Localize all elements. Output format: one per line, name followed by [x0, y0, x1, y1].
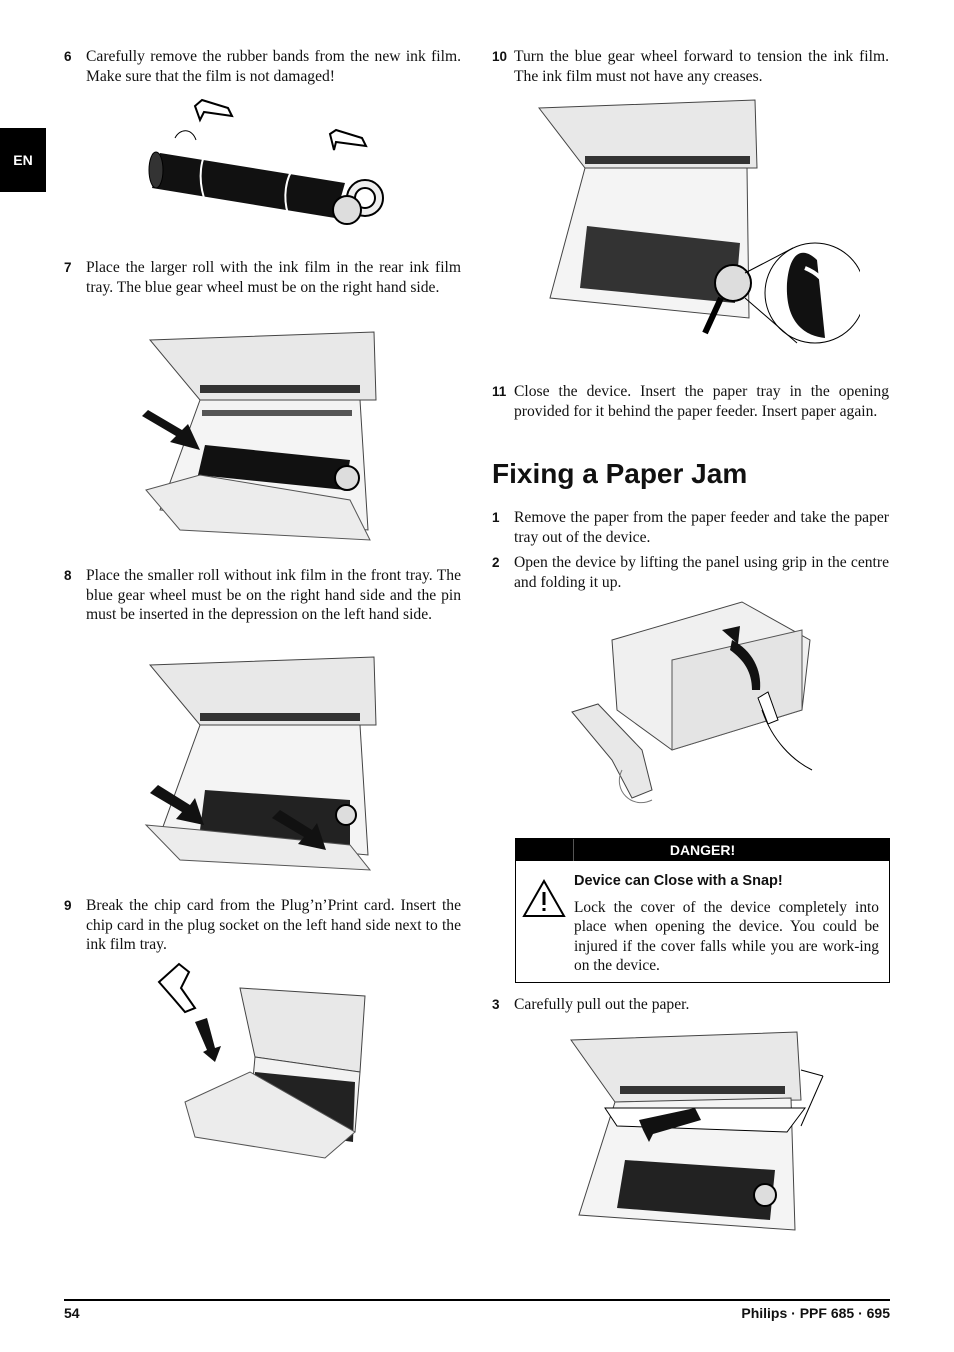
section-heading: Fixing a Paper Jam [492, 458, 748, 489]
warning-triangle-icon [522, 878, 566, 924]
danger-header-divider [573, 839, 574, 861]
step-9: 9 Break the chip card from the Plug’n’Pr… [64, 896, 461, 955]
product-name: Philips · PPF 685 · 695 [741, 1305, 890, 1321]
step-number: 3 [492, 997, 500, 1012]
step-text: Break the chip card from the Plug’n’Prin… [86, 897, 461, 954]
step-text: Open the device by lifting the panel usi… [514, 554, 889, 591]
step-text: Close the device. Insert the paper tray … [514, 383, 889, 420]
step-8: 8 Place the smaller roll without ink fil… [64, 566, 461, 625]
front-tray-roll-illustration [140, 655, 380, 875]
step-number: 10 [492, 49, 508, 64]
step-number: 9 [64, 898, 72, 913]
step-number: 8 [64, 568, 72, 583]
step-text: Carefully pull out the paper. [514, 996, 690, 1013]
paper-jam-step-1: 1 Remove the paper from the paper feeder… [492, 508, 889, 547]
step-number: 11 [492, 384, 507, 399]
step-text: Place the larger roll with the ink film … [86, 259, 461, 296]
step-text: Remove the paper from the paper feeder a… [514, 509, 889, 546]
danger-title: Device can Close with a Snap! [574, 873, 783, 889]
rear-tray-ink-roll-illustration [140, 330, 380, 548]
step-text: Turn the blue gear wheel forward to tens… [514, 48, 889, 85]
step-number: 1 [492, 510, 500, 525]
step-number: 7 [64, 260, 72, 275]
paper-jam-step-3: 3 Carefully pull out the paper. [492, 995, 889, 1015]
step-number: 6 [64, 49, 72, 64]
paper-jam-step-2: 2 Open the device by lifting the panel u… [492, 553, 889, 592]
danger-body: Lock the cover of the device completely … [574, 899, 879, 975]
footer-rule [64, 1299, 890, 1301]
danger-header: DANGER! [516, 839, 889, 861]
page-number: 54 [64, 1305, 80, 1321]
step-text: Place the smaller roll without ink film … [86, 567, 461, 624]
step-7: 7 Place the larger roll with the ink fil… [64, 258, 461, 297]
step-11: 11 Close the device. Insert the paper tr… [492, 382, 889, 421]
chip-card-insertion-illustration [155, 962, 370, 1162]
step-number: 2 [492, 555, 500, 570]
ink-film-roll-illustration [140, 98, 390, 238]
step-6: 6 Carefully remove the rubber bands from… [64, 47, 461, 86]
danger-box: DANGER! Device can Close with a Snap! Lo… [515, 838, 890, 983]
open-device-illustration [562, 600, 822, 812]
step-text: Carefully remove the rubber bands from t… [86, 48, 461, 85]
language-tab: EN [0, 128, 46, 192]
pull-out-paper-illustration [565, 1030, 827, 1248]
gear-wheel-tension-illustration [535, 98, 860, 366]
step-10: 10 Turn the blue gear wheel forward to t… [492, 47, 889, 86]
